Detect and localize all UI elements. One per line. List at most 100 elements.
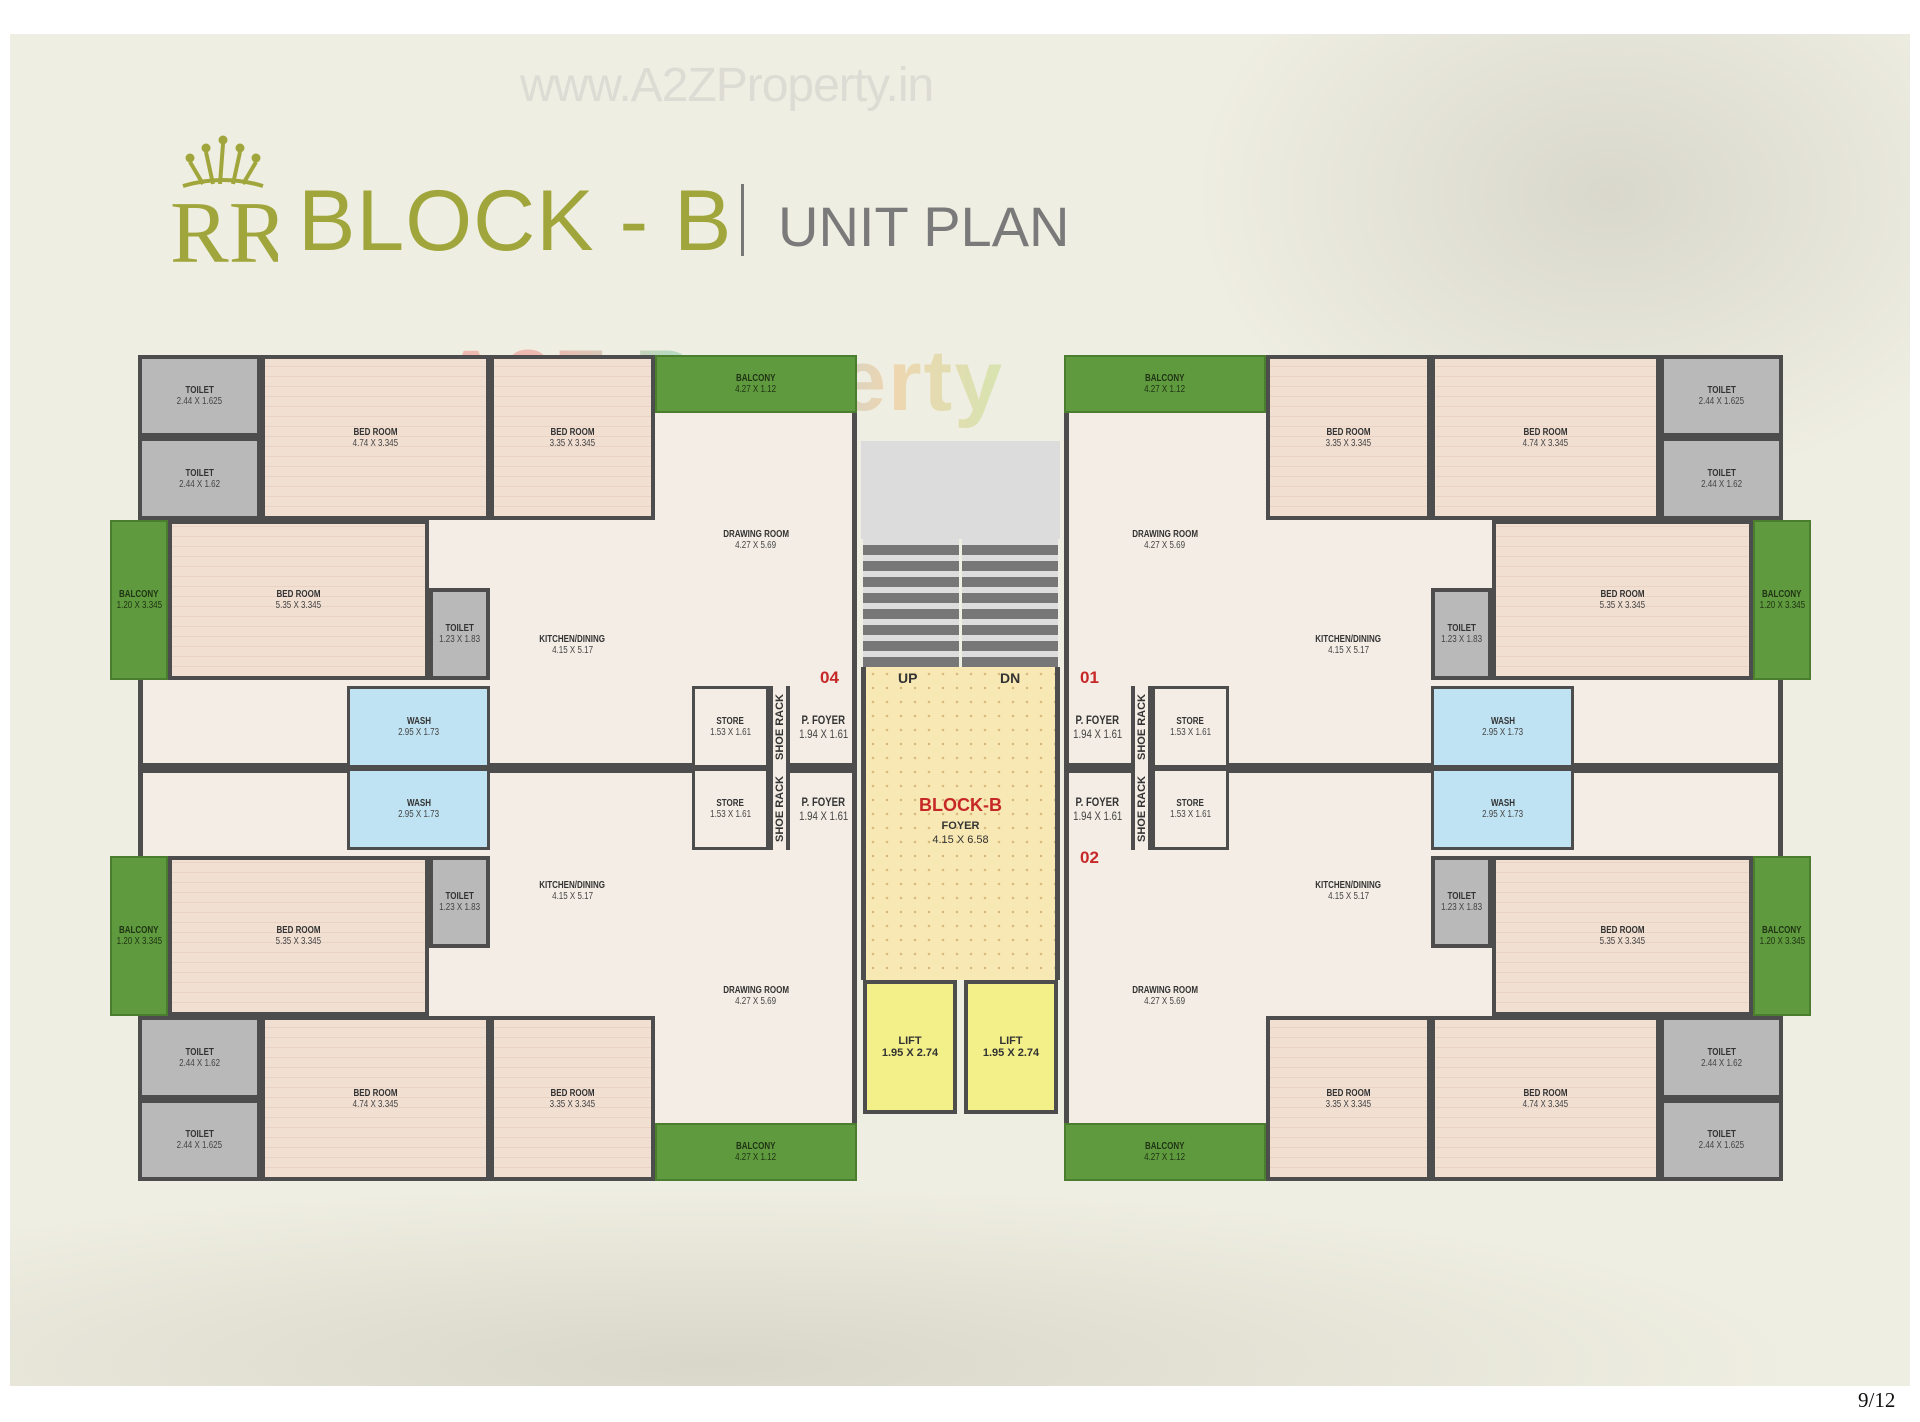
stair-up-label: UP <box>898 670 918 686</box>
room-name: SHOE RACK <box>1135 693 1148 761</box>
room-dimensions: 4.15 X 5.17 <box>552 891 593 902</box>
room-dimensions: 3.35 X 3.345 <box>1325 437 1372 449</box>
room-dimensions: 2.44 X 1.62 <box>179 1057 220 1069</box>
room-dimensions: 1.20 X 3.345 <box>1759 600 1805 611</box>
title-divider <box>741 184 744 256</box>
shoe-rack: SHOE RACK <box>1131 686 1152 768</box>
room-dimensions: 4.15 X 5.17 <box>1328 891 1369 902</box>
room-name: TOILET <box>1707 1046 1736 1058</box>
room-dimensions: 5.35 X 3.345 <box>1599 600 1646 611</box>
room-name: BALCONY <box>1762 589 1802 600</box>
room-dimensions: 5.35 X 3.345 <box>1599 936 1646 947</box>
room-name: KITCHEN/DINING <box>539 880 606 891</box>
room-dimensions: 4.15 X 5.17 <box>1328 645 1369 656</box>
room-dimensions: 1.20 X 3.345 <box>1759 936 1805 947</box>
block-label: BLOCK-B <box>919 795 1002 815</box>
room-name: BED ROOM <box>1600 589 1645 600</box>
room-dimensions: 2.95 X 1.73 <box>398 727 439 738</box>
room-name: BED ROOM <box>1326 1087 1371 1099</box>
room-name: TOILET <box>445 623 474 634</box>
room-name: BED ROOM <box>353 1087 398 1099</box>
room-name: BED ROOM <box>1523 1087 1568 1099</box>
room-name: TOILET <box>1707 1129 1736 1140</box>
room-name: TOILET <box>445 891 474 902</box>
room-name: BALCONY <box>1145 373 1185 384</box>
room-dimensions: 2.44 X 1.625 <box>1698 396 1745 407</box>
room-dimensions: 4.27 X 1.12 <box>1144 1152 1186 1163</box>
room-dimensions: 1.23 X 1.83 <box>1441 902 1482 913</box>
room-name: BALCONY <box>736 1141 776 1152</box>
room-dimensions: 3.35 X 3.345 <box>549 437 596 449</box>
room-name: STORE <box>1176 798 1205 809</box>
foyer-dims: 4.15 X 6.58 <box>932 834 989 846</box>
room-name: KITCHEN/DINING <box>1315 634 1382 645</box>
room-dimensions: 1.53 X 1.61 <box>1170 727 1211 738</box>
website-watermark: www.A2ZProperty.in <box>520 59 934 112</box>
room-name: TOILET <box>185 1129 214 1140</box>
room-name: KITCHEN/DINING <box>539 634 606 645</box>
room-name: TOILET <box>1707 385 1736 396</box>
room-dimensions: 2.44 X 1.62 <box>179 478 220 490</box>
room-dimensions: 1.94 X 1.61 <box>798 727 849 741</box>
room-name: BALCONY <box>1145 1141 1185 1152</box>
foyer-name: FOYER <box>941 820 980 832</box>
room-dimensions: 1.23 X 1.83 <box>439 634 480 645</box>
room-name: P. FOYER <box>1075 713 1120 727</box>
room-name: TOILET <box>185 467 214 479</box>
room-dimensions: 4.74 X 3.345 <box>352 1098 399 1110</box>
room-name: TOILET <box>1447 891 1476 902</box>
room-dimensions: 2.95 X 1.73 <box>1482 727 1523 738</box>
room-dimensions: 1.53 X 1.61 <box>1170 809 1211 820</box>
room-name: WASH <box>406 798 431 809</box>
room-name: STORE <box>716 798 745 809</box>
room-name: P. FOYER <box>1075 795 1120 809</box>
stair-down-label: DN <box>1000 670 1021 686</box>
room-dimensions: 3.35 X 3.345 <box>549 1098 596 1110</box>
shoe-rack: SHOE RACK <box>769 686 790 768</box>
room-dimensions: 1.94 X 1.61 <box>798 809 849 823</box>
room-dimensions: 4.15 X 5.17 <box>552 645 593 656</box>
room-name: WASH <box>1490 798 1515 809</box>
room-name: BED ROOM <box>276 589 321 600</box>
rr-crown-logo: RR <box>170 135 278 269</box>
lift-name: LIFT <box>999 1035 1023 1047</box>
lift-dims: 1.95 X 2.74 <box>881 1047 939 1059</box>
lift-2: LIFT 1.95 X 2.74 <box>964 980 1058 1114</box>
room-dimensions: 5.35 X 3.345 <box>275 600 322 611</box>
room-dimensions: 4.27 X 1.12 <box>735 1152 777 1163</box>
room-name: BALCONY <box>1762 925 1802 936</box>
stair-flight-up <box>863 539 959 667</box>
room-name: P. FOYER <box>801 713 846 727</box>
